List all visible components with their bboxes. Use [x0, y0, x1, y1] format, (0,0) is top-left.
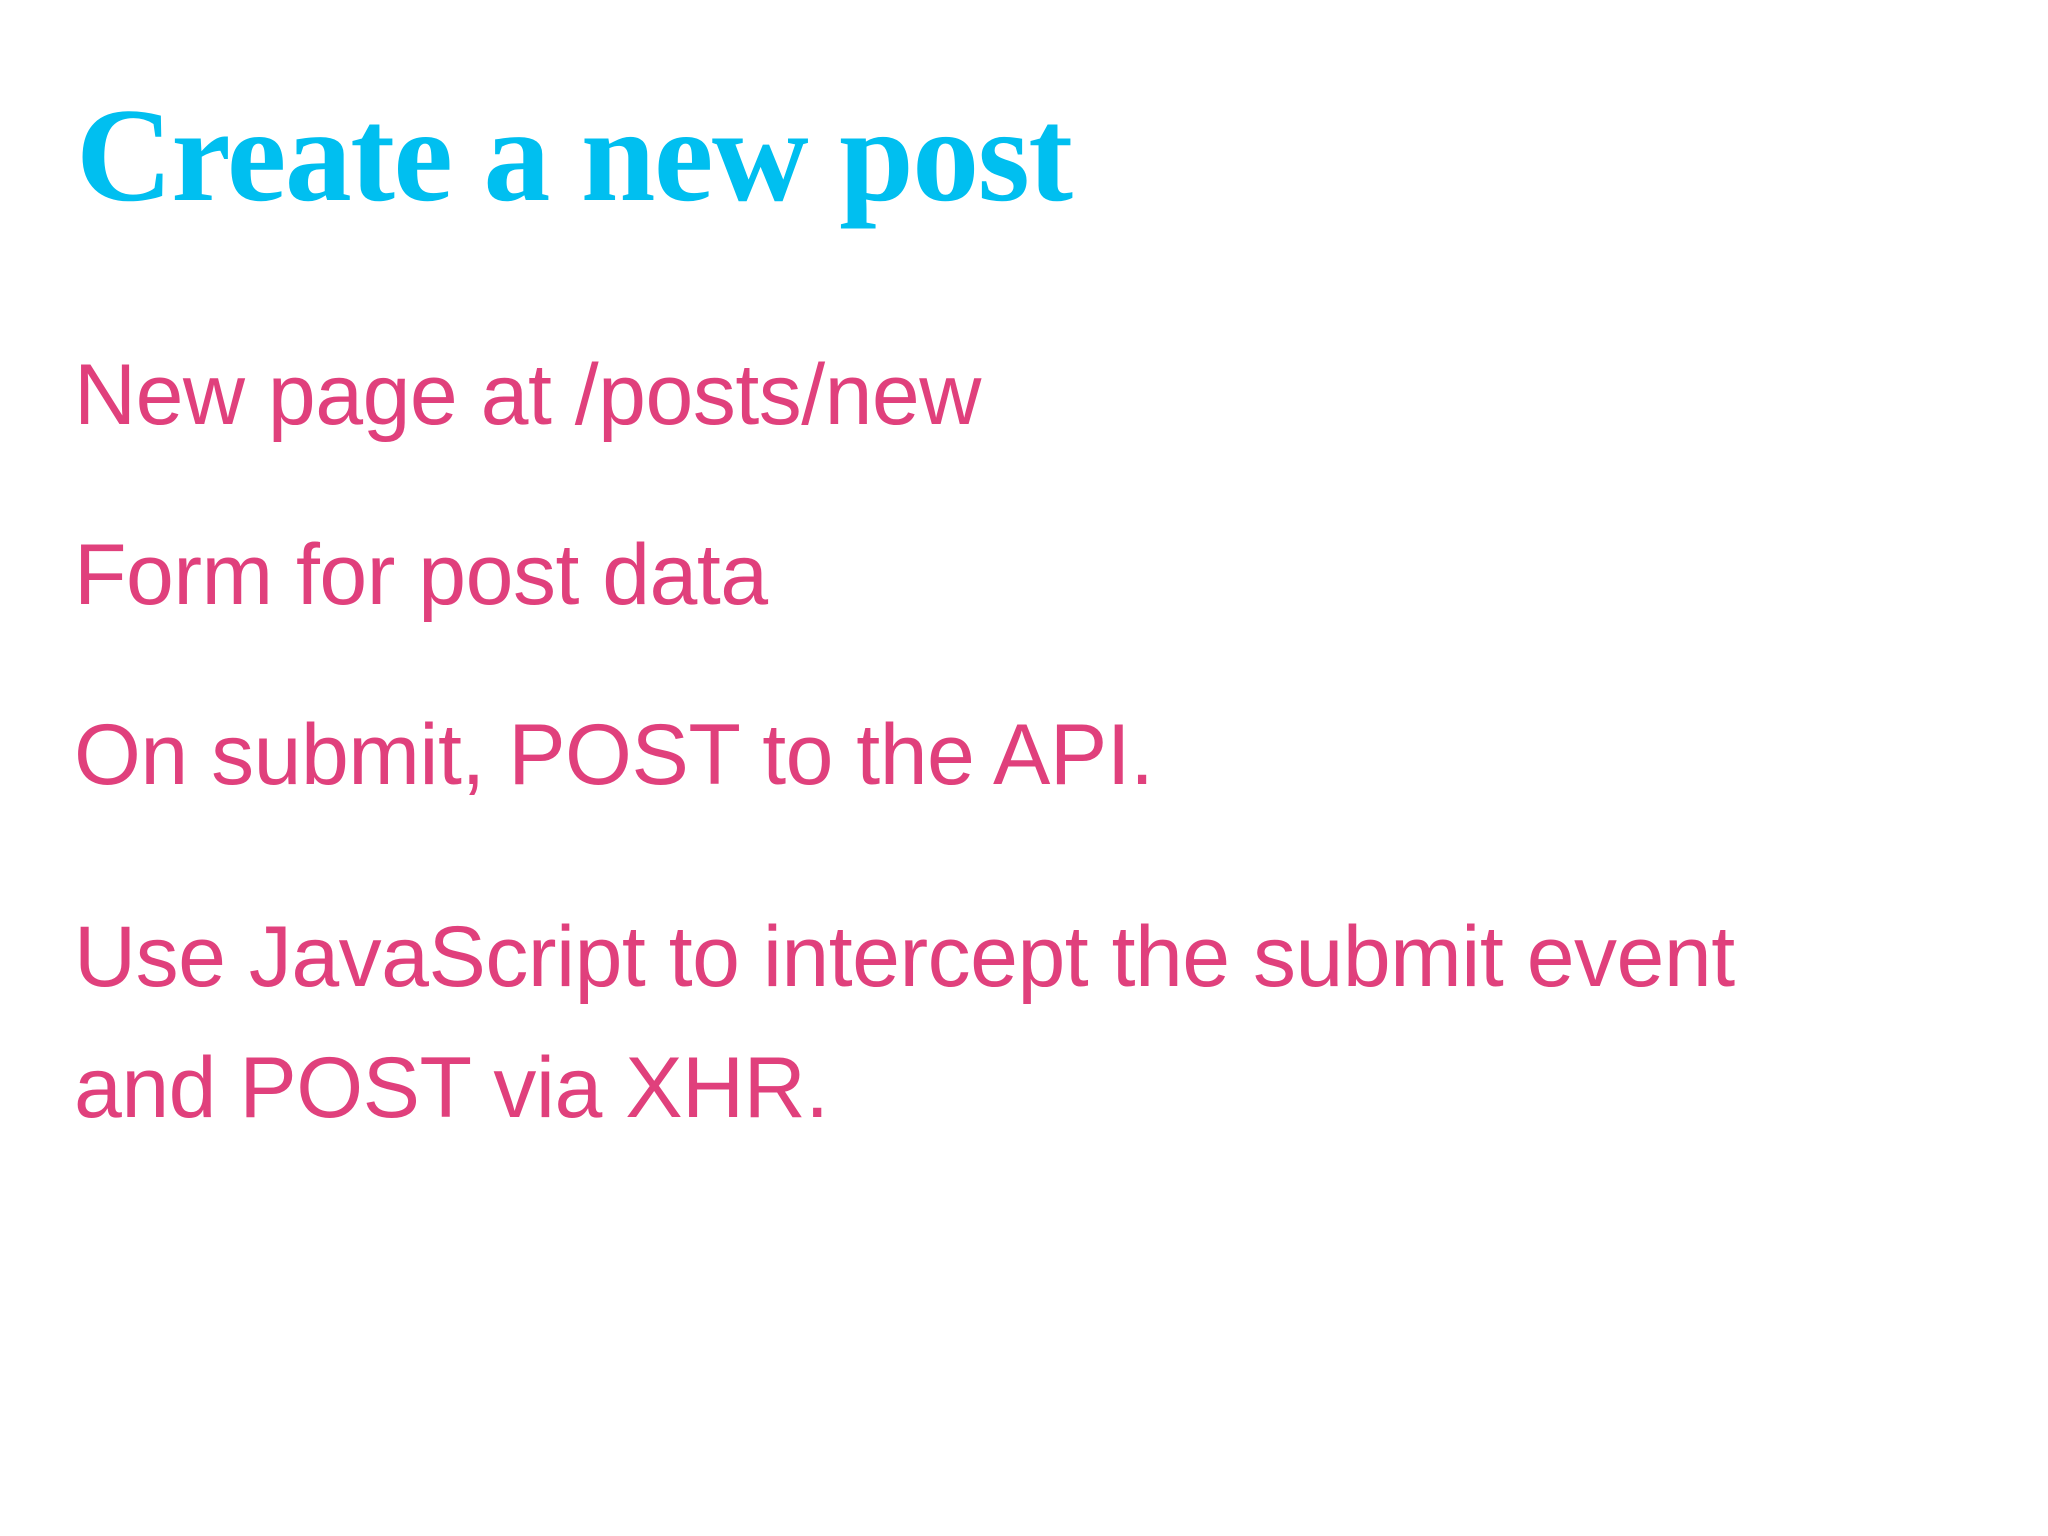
list-item: Use JavaScript to intercept the submit e…	[74, 909, 1735, 1136]
list-item: On submit, POST to the API.	[74, 707, 1154, 803]
bullet-list: New page at /posts/new Form for post dat…	[74, 352, 1974, 1153]
list-item: Form for post data	[74, 527, 768, 623]
page-title: Create a new post	[76, 81, 1073, 229]
list-item: New page at /posts/new	[74, 347, 981, 443]
